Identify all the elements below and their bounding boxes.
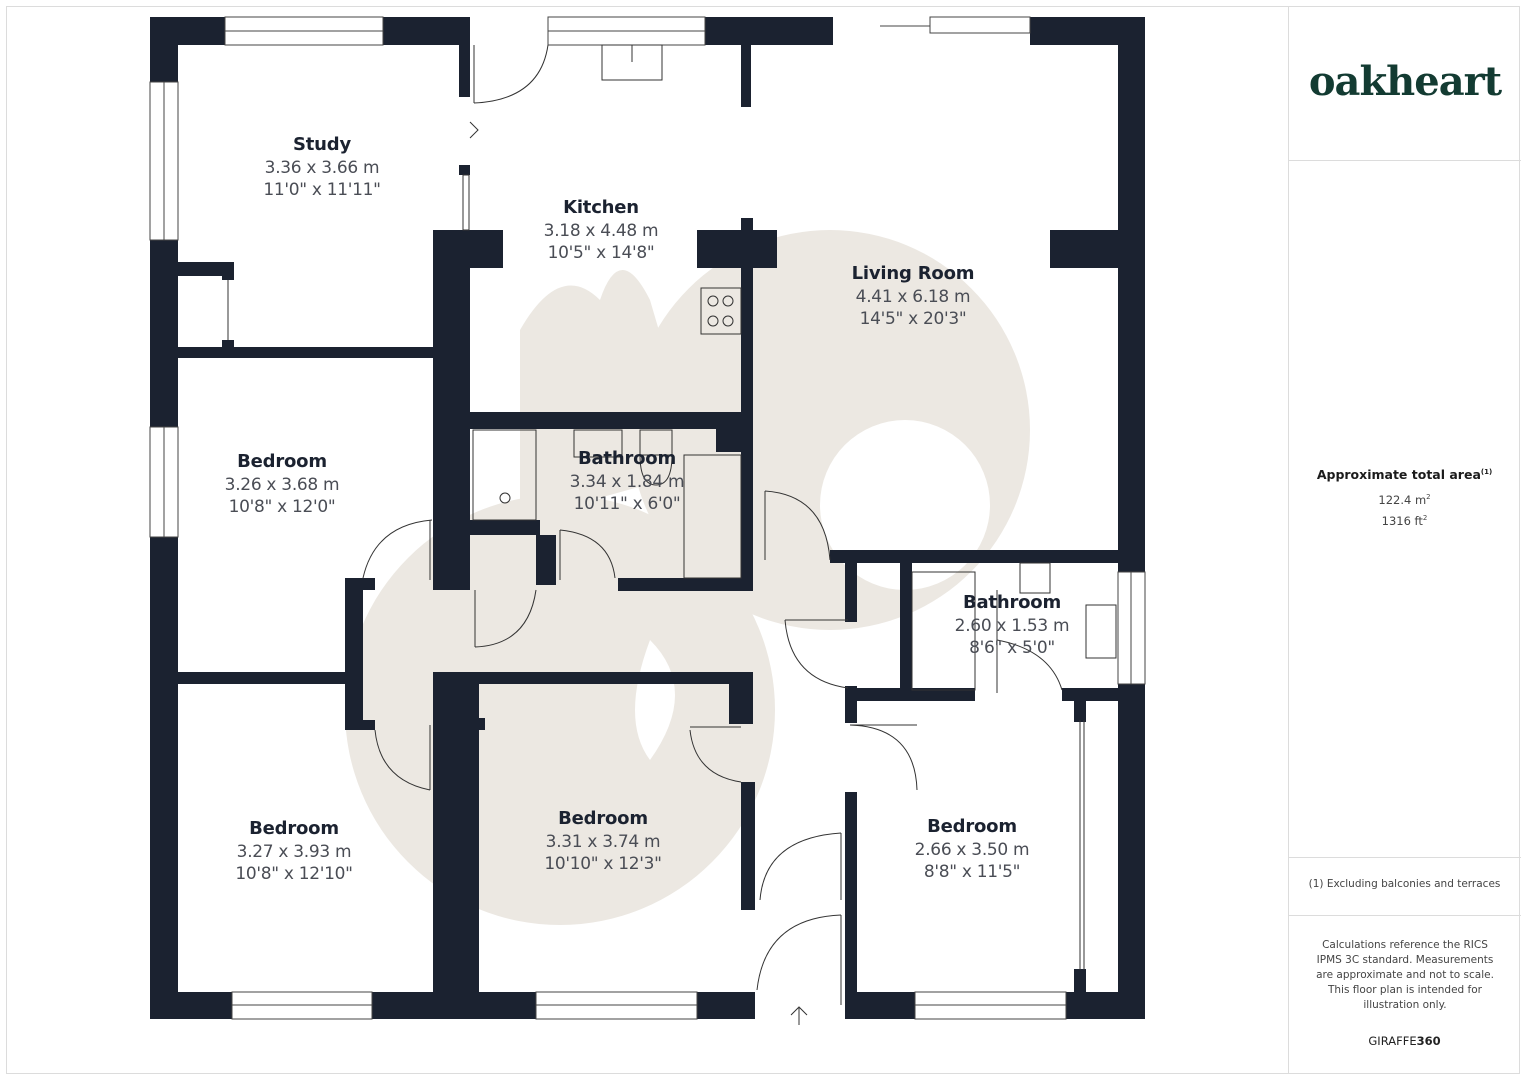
room-dim-imperial: 10'8" x 12'0" xyxy=(228,497,336,517)
area-ft2-value: 1316 ft xyxy=(1381,514,1423,528)
room-dim-metric: 3.18 x 4.48 m xyxy=(543,221,659,241)
entrance-arrow-icon xyxy=(790,1006,808,1025)
room-bathroom-1: Bathroom 3.34 x 1.84 m 10'11" x 6'0" xyxy=(570,447,685,515)
room-study: Study 3.36 x 3.66 m 11'0" x 11'11" xyxy=(263,133,381,201)
area-metric: 122.4 m2 xyxy=(1289,493,1520,507)
room-dim-metric: 3.34 x 1.84 m xyxy=(569,472,685,492)
room-living-room: Living Room 4.41 x 6.18 m 14'5" x 20'3" xyxy=(852,262,975,330)
room-dim-imperial: 8'8" x 11'5" xyxy=(923,862,1021,882)
room-dim-imperial: 10'8" x 12'10" xyxy=(235,864,353,884)
room-bathroom-2: Bathroom 2.60 x 1.53 m 8'6" x 5'0" xyxy=(955,591,1070,659)
info-panel: oakheart Approximate total area(1) 122.4… xyxy=(1288,6,1521,1074)
area-m2-sup: 2 xyxy=(1426,493,1431,502)
room-dim-metric: 4.41 x 6.18 m xyxy=(855,287,971,307)
room-dim-imperial: 10'5" x 14'8" xyxy=(547,243,655,263)
room-dim-imperial: 10'10" x 12'3" xyxy=(544,854,662,874)
room-name: Study xyxy=(292,134,351,155)
area-ft2-sup: 2 xyxy=(1422,514,1428,523)
room-dim-metric: 2.66 x 3.50 m xyxy=(914,840,1030,860)
room-dim-metric: 2.60 x 1.53 m xyxy=(954,616,1070,636)
room-bedroom-4: Bedroom 2.66 x 3.50 m 8'8" x 11'5" xyxy=(915,815,1030,883)
doors-and-fixtures xyxy=(227,44,1117,1005)
page-border xyxy=(6,6,1520,1074)
area-title: Approximate total area(1) xyxy=(1289,467,1520,482)
area-imperial: 1316 ft2 xyxy=(1289,514,1520,528)
footnote-section xyxy=(1289,858,1521,916)
room-name: Bedroom xyxy=(249,818,339,839)
room-dim-imperial: 10'11" x 6'0" xyxy=(573,494,681,514)
windows xyxy=(149,16,1146,1020)
room-name: Bedroom xyxy=(927,816,1017,837)
logo-section: oakheart xyxy=(1289,6,1521,161)
room-dim-metric: 3.27 x 3.93 m xyxy=(236,842,352,862)
room-kitchen: Kitchen 3.18 x 4.48 m 10'5" x 14'8" xyxy=(544,196,659,264)
area-footnote: (1) Excluding balconies and terraces xyxy=(1308,878,1501,890)
room-name: Bathroom xyxy=(577,448,677,469)
giraffe360-credit: GIRAFFE360 xyxy=(1289,1034,1520,1048)
credit-suffix: 360 xyxy=(1416,1034,1441,1048)
brand-logo: oakheart xyxy=(1308,58,1502,105)
room-bedroom-2: Bedroom 3.27 x 3.93 m 10'8" x 12'10" xyxy=(235,817,353,885)
room-name: Kitchen xyxy=(563,197,639,218)
room-name: Bedroom xyxy=(237,451,327,472)
room-dim-imperial: 14'5" x 20'3" xyxy=(859,309,967,329)
room-dim-metric: 3.26 x 3.68 m xyxy=(224,475,340,495)
room-bedroom-1: Bedroom 3.26 x 3.68 m 10'8" x 12'0" xyxy=(225,450,340,518)
room-dim-imperial: 8'6" x 5'0" xyxy=(969,638,1055,658)
room-dim-metric: 3.36 x 3.66 m xyxy=(264,158,380,178)
walls xyxy=(150,17,1145,1019)
area-title-text: Approximate total area xyxy=(1316,467,1481,482)
room-bedroom-3: Bedroom 3.31 x 3.74 m 10'10" x 12'3" xyxy=(544,807,662,875)
room-name: Living Room xyxy=(851,263,975,284)
credit-prefix: GIRAFFE xyxy=(1368,1034,1417,1048)
disclaimer-text: Calculations reference the RICS IPMS 3C … xyxy=(1316,939,1494,1011)
area-m2-value: 122.4 m xyxy=(1378,493,1427,507)
room-dim-metric: 3.31 x 3.74 m xyxy=(545,832,661,852)
area-section xyxy=(1289,161,1521,858)
room-name: Bathroom xyxy=(962,592,1062,613)
room-name: Bedroom xyxy=(558,808,648,829)
room-dim-imperial: 11'0" x 11'11" xyxy=(263,180,381,200)
area-footnote-marker: (1) xyxy=(1480,467,1493,476)
